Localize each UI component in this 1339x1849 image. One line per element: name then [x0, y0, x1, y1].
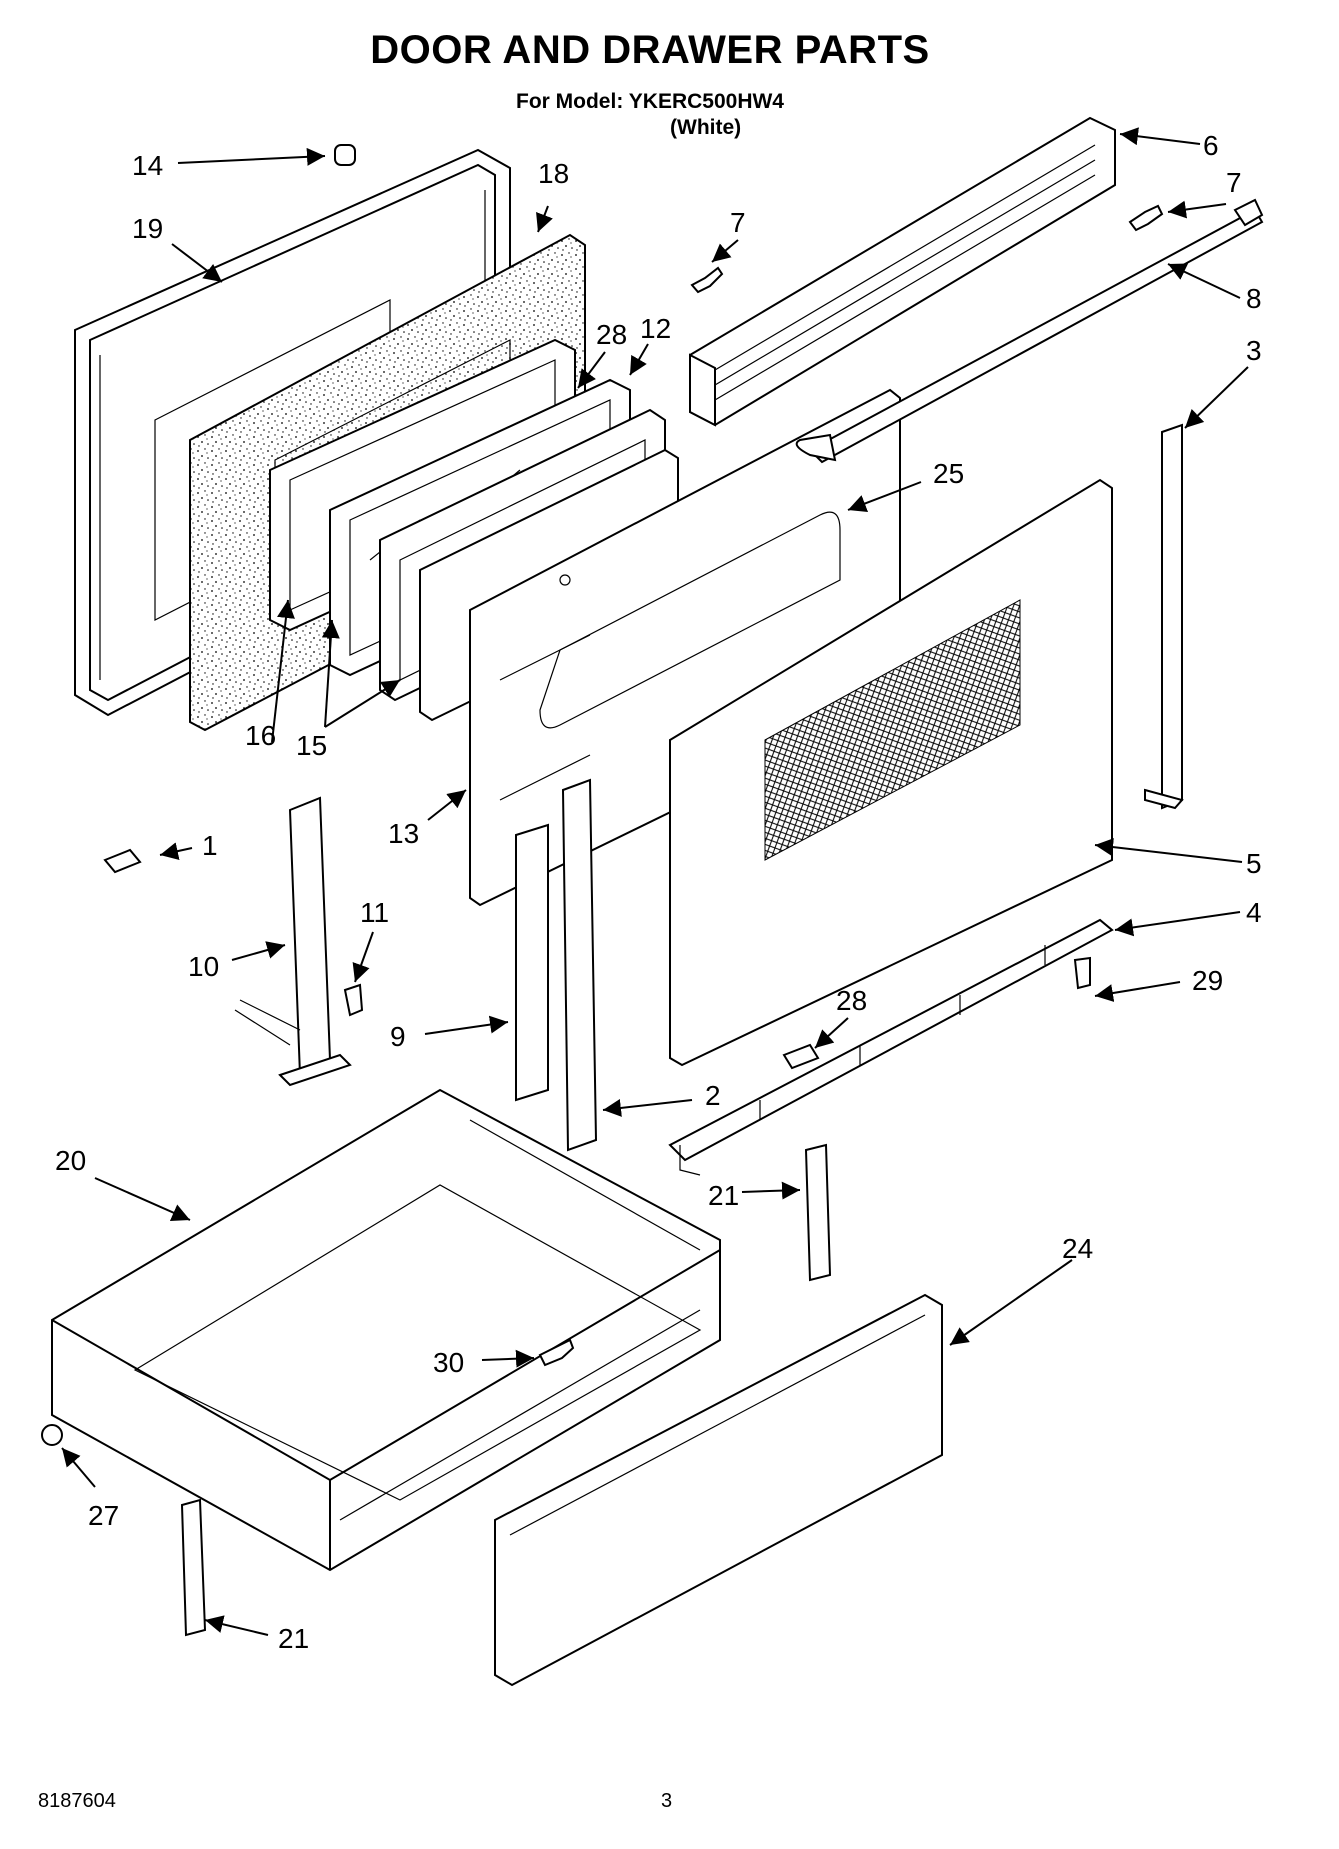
screw-30 [538, 1338, 575, 1367]
callout-4: 4 [1246, 897, 1262, 928]
fastener-14 [334, 144, 356, 166]
part-10-hinge [234, 796, 352, 1087]
part-3-side-trim [1144, 423, 1184, 810]
callout-9: 9 [390, 1021, 406, 1052]
callout-15: 15 [296, 730, 327, 761]
callout-13: 13 [388, 818, 419, 849]
clip-28 [782, 1043, 820, 1070]
callout-14: 14 [132, 150, 163, 181]
callout-29: 29 [1192, 965, 1223, 996]
callout-30: 30 [433, 1347, 464, 1378]
screw-29 [1073, 956, 1091, 990]
callout-24: 24 [1062, 1233, 1093, 1264]
screw-11 [343, 983, 364, 1017]
callout-11: 11 [360, 897, 389, 928]
part-21-lower-slide [180, 1498, 207, 1637]
callout-28a: 28 [596, 319, 627, 350]
leader-lines [61, 127, 1249, 1636]
callout-10: 10 [188, 951, 219, 982]
part-5-door-front [669, 478, 1113, 1067]
bumper-27 [41, 1424, 63, 1446]
part-6-vent-trim [689, 116, 1116, 427]
callout-18: 18 [538, 158, 569, 189]
part-21-upper-slide [804, 1143, 832, 1282]
part-2-strip [561, 778, 598, 1152]
document-number: 8187604 [38, 1790, 116, 1812]
callout-5: 5 [1246, 848, 1262, 879]
callout-27: 27 [88, 1500, 119, 1531]
callout-12: 12 [640, 313, 671, 344]
model-line: For Model: YKERC500HW4 [516, 90, 784, 113]
page-number: 3 [661, 1790, 673, 1812]
callout-19: 19 [132, 213, 163, 244]
callout-7b: 7 [1226, 167, 1242, 198]
callout-20: 20 [55, 1145, 86, 1176]
callout-1: 1 [202, 830, 218, 861]
fastener-7a [690, 266, 724, 294]
part-9-strip [515, 823, 549, 1102]
callout-25: 25 [933, 458, 964, 489]
callout-labels: 14 19 18 7 6 7 8 3 28 12 25 16 15 13 1 1… [55, 130, 1262, 1654]
part-8-handle [795, 198, 1264, 464]
callout-28b: 28 [836, 985, 867, 1016]
callout-21a: 21 [708, 1180, 739, 1211]
callout-2: 2 [705, 1080, 721, 1111]
callout-21b: 21 [278, 1623, 309, 1654]
clip-1 [103, 848, 142, 874]
callout-7a: 7 [730, 207, 746, 238]
part-20-drawer-box [51, 1088, 721, 1572]
page-title: DOOR AND DRAWER PARTS [370, 28, 930, 72]
fastener-7b [1128, 204, 1164, 232]
color-line: (White) [670, 116, 742, 139]
callout-8: 8 [1246, 283, 1262, 314]
callout-6: 6 [1203, 130, 1219, 161]
callout-3: 3 [1246, 335, 1262, 366]
part-24-drawer-front [494, 1293, 943, 1687]
callout-16: 16 [245, 720, 276, 751]
part-4-door-channel [668, 918, 1114, 1176]
